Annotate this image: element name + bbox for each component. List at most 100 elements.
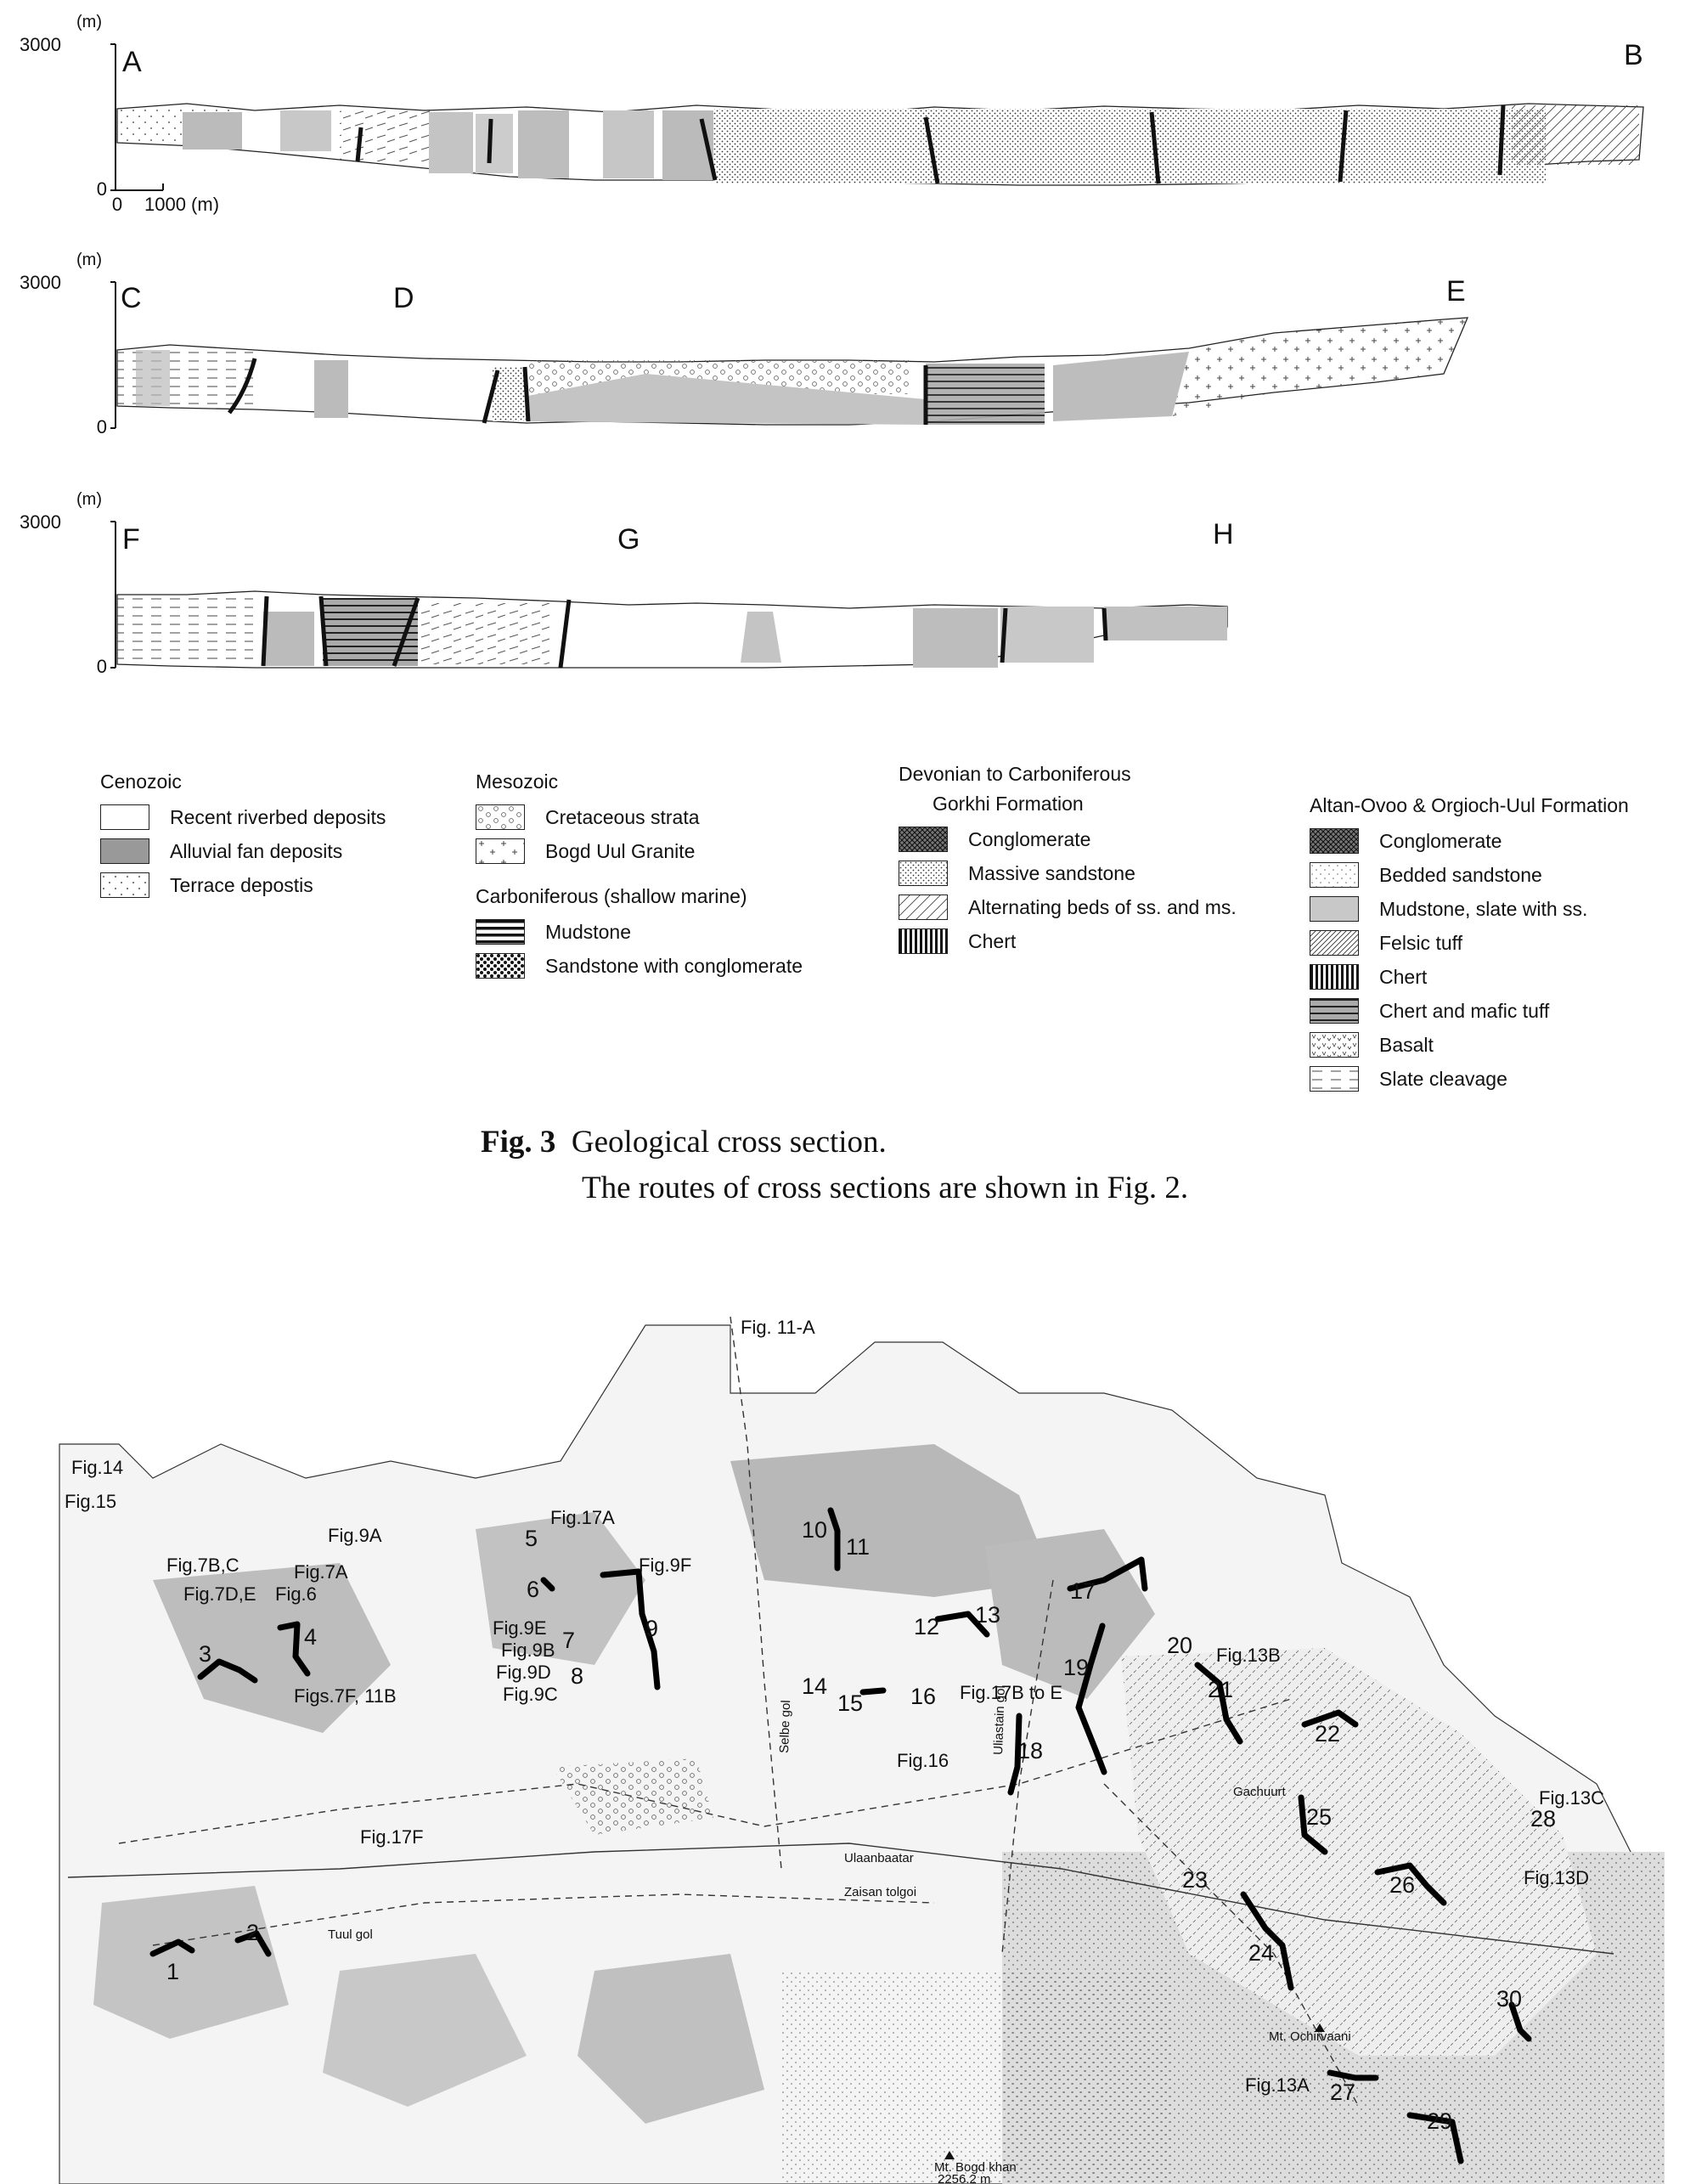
y-max-label: 3000 <box>20 272 61 293</box>
route-number: 16 <box>910 1684 936 1709</box>
legend-swatch-dense-dots <box>899 861 948 886</box>
legend-swatch-v-marks <box>1310 1032 1359 1058</box>
section-label-left: F <box>122 523 140 556</box>
place-ochirvaani: Mt. Ochirvaani <box>1269 2029 1351 2044</box>
place-zaisan: Zaisan tolgoi <box>844 1885 916 1899</box>
legend-swatch-crosshatch <box>899 827 948 852</box>
legend-item: Massive sandstone <box>899 856 1237 890</box>
legend-swatch-gray-light <box>1310 896 1359 922</box>
figure-caption: Fig. 3 Geological cross section. The rou… <box>481 1120 1188 1211</box>
legend-heading: Devonian to Carboniferous <box>899 763 1131 785</box>
legend-label: Slate cleavage <box>1379 1067 1507 1090</box>
caption-text: Geological cross section. <box>571 1125 887 1160</box>
route-number: 7 <box>562 1628 575 1653</box>
route-number: 6 <box>527 1577 539 1602</box>
place-ulaanbaatar: Ulaanbaatar <box>844 1851 914 1865</box>
legend-item: Felsic tuff <box>1310 926 1629 960</box>
route-10 <box>827 1507 841 1572</box>
route-9 <box>600 1568 661 1690</box>
map-label-fig9c: Fig.9C <box>503 1684 558 1705</box>
route-number: 1 <box>166 1959 179 1984</box>
geological-map: Fig. 11-A Fig.14 Fig.15 Fig.9A Fig.17A F… <box>59 1316 1665 2184</box>
route-25 <box>1298 1794 1328 1855</box>
legend-heading: Altan-Ovoo & Orgioch-Uul Formation <box>1310 794 1629 816</box>
route-number: 14 <box>802 1673 827 1699</box>
legend-swatch-gray <box>100 838 149 864</box>
legend-item: Bedded sandstone <box>1310 858 1629 892</box>
legend-label: Bogd Uul Granite <box>545 839 696 862</box>
route-number: 10 <box>802 1517 827 1543</box>
legend-item: Alluvial fan deposits <box>100 834 386 868</box>
route-number: 4 <box>304 1624 317 1650</box>
map-label-fig13d: Fig.13D <box>1524 1867 1589 1888</box>
legend-subheading: Gorkhi Formation <box>933 793 1084 815</box>
unit-mudstone-carboniferous <box>926 364 1045 425</box>
legend-devonian: Devonian to Carboniferous Gorkhi Formati… <box>899 763 1237 958</box>
section-label-right: E <box>1446 275 1466 308</box>
unit-mudstone <box>741 612 781 663</box>
legend-label: Felsic tuff <box>1379 931 1462 954</box>
unit-slate <box>340 110 442 161</box>
legend-swatch-diag <box>899 894 948 920</box>
route-2 <box>234 1930 272 1957</box>
map-roads <box>67 1316 1614 2108</box>
section-label-left: C <box>121 282 142 314</box>
unit-mudstone <box>1000 607 1094 663</box>
route-number: 12 <box>914 1614 939 1639</box>
map-route-numbers: 1 2 3 4 5 6 7 8 9 10 11 12 13 14 15 16 1… <box>166 1517 1556 2134</box>
route-17 <box>1067 1556 1148 1592</box>
cross-section-ce: (m) 3000 0 C D E <box>20 251 1469 437</box>
route-number: 27 <box>1330 2080 1355 2105</box>
faults-fh <box>261 595 1108 669</box>
map-unit-cretaceous <box>552 1758 713 1835</box>
unit-mudstone <box>263 612 314 666</box>
route-18 <box>1007 1713 1023 1796</box>
unit-mudstone <box>510 374 926 425</box>
route-27 <box>1327 2069 1379 2081</box>
route-1 <box>149 1939 195 1957</box>
route-number: 11 <box>846 1534 870 1560</box>
legend-label: Conglomerate <box>968 827 1091 850</box>
cross-section-fh: (m) 3000 0 F G H <box>20 490 1234 677</box>
unit-mudstone <box>429 112 473 173</box>
legend-label: Sandstone with conglomerate <box>545 954 803 977</box>
map-label-fig6: Fig.6 <box>275 1583 317 1605</box>
map-label-fig17a: Fig.17A <box>550 1507 615 1528</box>
legend-heading: Mesozoic <box>476 770 559 793</box>
map-unit-gray <box>323 1954 527 2107</box>
legend-swatch-crosshatch <box>1310 828 1359 854</box>
route-number: 28 <box>1530 1806 1556 1831</box>
legend-label: Massive sandstone <box>968 861 1135 884</box>
caption-line2: The routes of cross sections are shown i… <box>582 1171 1189 1205</box>
y-unit-label: (m) <box>76 490 102 509</box>
map-label-fig13a: Fig.13A <box>1245 2074 1310 2096</box>
legend-label: Basalt <box>1379 1033 1434 1056</box>
faults-ab <box>355 104 1506 184</box>
place-tuul-gol: Tuul gol <box>328 1927 373 1942</box>
map-unit-gray <box>578 1954 764 2124</box>
route-26 <box>1374 1862 1447 1906</box>
y-unit-label: (m) <box>76 13 102 31</box>
route-3 <box>197 1658 258 1684</box>
route-number: 22 <box>1315 1721 1340 1747</box>
place-bogd-elevation: 2256.2 m <box>938 2172 991 2184</box>
legend-label: Conglomerate <box>1379 829 1502 852</box>
map-unit-gray <box>153 1563 391 1733</box>
section-label-mid: D <box>393 282 414 314</box>
y-unit-label: (m) <box>76 251 102 269</box>
legend-item: Bogd Uul Granite <box>476 834 700 868</box>
map-unit-gray <box>730 1444 1053 1597</box>
unit-mudstone <box>136 350 170 406</box>
route-4 <box>277 1621 311 1677</box>
place-bogd-khan: Mt. Bogd khan <box>934 2160 1017 2175</box>
map-unit-granite <box>781 1971 1172 2184</box>
map-label-fig7bc: Fig.7B,C <box>166 1555 239 1576</box>
legend-swatch-crosses <box>476 838 525 864</box>
legend-heading: Cenozoic <box>100 770 182 793</box>
map-label-fig7a: Fig.7A <box>294 1561 348 1583</box>
legend-swatch-checker <box>476 953 525 979</box>
unit-mudstone <box>662 110 713 180</box>
